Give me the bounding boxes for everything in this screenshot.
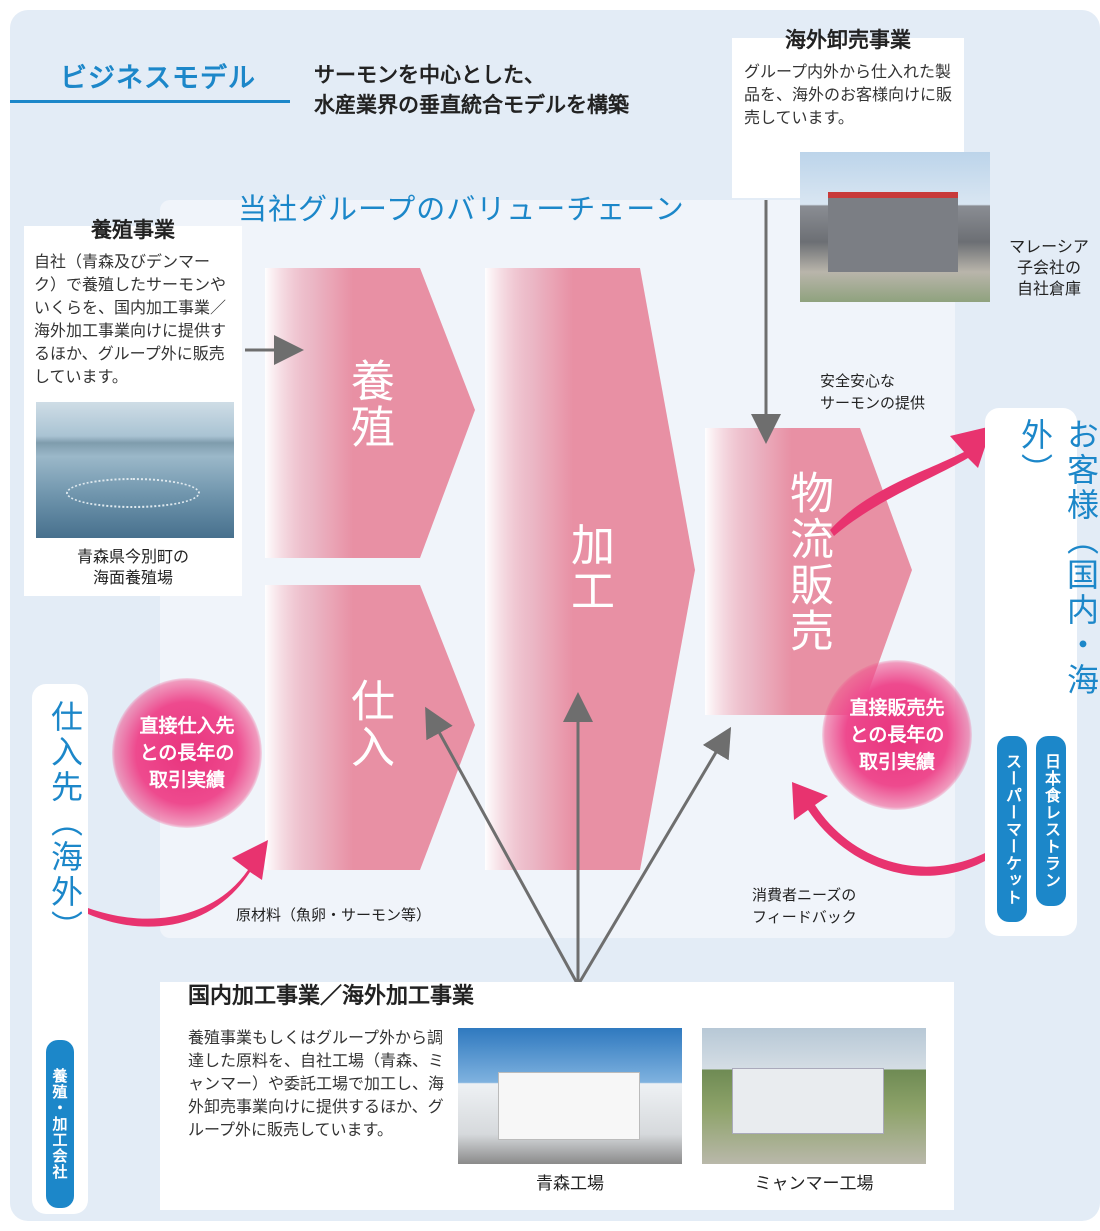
customers-tag-supermarket: スーパーマーケット xyxy=(997,736,1027,922)
aquaculture-text: 自社（青森及びデンマーク）で養殖したサーモンやいくらを、国内加工事業／海外加工事… xyxy=(34,252,227,386)
customers-title: お客様（国内・海外） xyxy=(1016,418,1100,698)
arrow-processing-to-logistics xyxy=(576,726,732,986)
warehouse-photo xyxy=(800,152,990,302)
feedback-line-1: 消費者ニーズの xyxy=(752,886,857,904)
wholesale-heading: 海外卸売事業 xyxy=(785,28,911,52)
safe-line-1: 安全安心な xyxy=(820,372,896,390)
chevron-purchase-label: 仕入 xyxy=(343,678,394,770)
customer-relationship-bubble: 直接販売先 との長年の 取引実績 xyxy=(822,660,972,810)
supplier-bubble-line-2: との長年の xyxy=(139,741,235,764)
supplier-bubble-line-1: 直接仕入先 xyxy=(139,714,235,737)
aquaculture-photo-caption: 青森県今別町の 海面養殖場 xyxy=(24,546,242,588)
pink-arrow-feedback xyxy=(792,782,1000,876)
chevron-aquaculture xyxy=(265,268,475,558)
supplier-bubble-line-3: 取引実績 xyxy=(148,768,225,791)
raw-materials-label: 原材料（魚卵・サーモン等） xyxy=(236,906,432,924)
safe-line-2: サーモンの提供 xyxy=(820,394,926,412)
subtitle-line-2: 水産業界の垂直統合モデルを構築 xyxy=(314,93,629,117)
aquaculture-heading: 養殖事業 xyxy=(91,218,175,242)
aquaculture-caption-line-2: 海面養殖場 xyxy=(92,568,173,587)
customer-bubble-line-2: との長年の xyxy=(849,723,945,746)
feedback-line-2: フィードバック xyxy=(752,908,857,926)
aomori-factory-caption: 青森工場 xyxy=(536,1174,604,1194)
safe-salmon-label: 安全安心な サーモンの提供 xyxy=(820,370,925,414)
myanmar-factory-photo xyxy=(702,1028,926,1164)
processing-box: 国内加工事業／海外加工事業 養殖事業もしくはグループ外から調達した原料を、自社工… xyxy=(160,982,954,1210)
value-chain-title: 当社グループのバリューチェーン xyxy=(238,192,685,226)
aquaculture-box: 養殖事業 自社（青森及びデンマーク）で養殖したサーモンやいくらを、国内加工事業／… xyxy=(24,218,242,596)
aquaculture-photo xyxy=(36,402,234,538)
feedback-label: 消費者ニーズの フィードバック xyxy=(752,884,857,928)
myanmar-factory-caption: ミャンマー工場 xyxy=(754,1174,874,1194)
aomori-building-shape xyxy=(498,1072,640,1140)
processing-text: 養殖事業もしくはグループ外から調達した原料を、自社工場（青森、ミャンマー）や委託… xyxy=(188,1028,445,1139)
customer-bubble-line-1: 直接販売先 xyxy=(849,696,945,719)
chevron-logistics-label: 物流販売 xyxy=(782,470,833,654)
chevron-logistics xyxy=(705,428,912,715)
warehouse-caption-line-2: 子会社の xyxy=(1016,258,1081,277)
chevron-purchase xyxy=(265,585,475,870)
aquaculture-caption-line-1: 青森県今別町の xyxy=(76,547,189,566)
warehouse-building-shape xyxy=(828,192,958,272)
page-subtitle: サーモンを中心とした、 水産業界の垂直統合モデルを構築 xyxy=(314,60,629,120)
aomori-factory-photo xyxy=(458,1028,682,1164)
subtitle-line-1: サーモンを中心とした、 xyxy=(314,63,545,87)
warehouse-photo-caption: マレーシア 子会社の 自社倉庫 xyxy=(994,236,1100,299)
myanmar-building-shape xyxy=(732,1068,884,1134)
title-underline xyxy=(10,100,290,103)
chevron-processing xyxy=(485,268,695,870)
suppliers-title: 仕入先（海外） xyxy=(46,700,84,945)
wholesale-text: グループ内外から仕入れた製品を、海外のお客様向けに販売しています。 xyxy=(744,62,953,127)
pink-arrow-supplier xyxy=(88,840,268,927)
supplier-relationship-bubble: 直接仕入先 との長年の 取引実績 xyxy=(112,678,262,828)
chevron-aquaculture-label: 養殖 xyxy=(343,358,394,450)
customer-bubble-line-3: 取引実績 xyxy=(858,750,935,773)
warehouse-caption-line-1: マレーシア xyxy=(1009,237,1089,256)
page-title: ビジネスモデル xyxy=(60,63,256,94)
arrow-processing-to-purchase xyxy=(425,706,580,986)
pink-arrow-to-customer xyxy=(830,426,992,536)
processing-heading: 国内加工事業／海外加工事業 xyxy=(188,984,475,1009)
fish-pen-shape xyxy=(66,478,200,508)
suppliers-tag: 養殖・加工会社 xyxy=(46,1040,74,1208)
warehouse-caption-line-3: 自社倉庫 xyxy=(1016,279,1081,298)
customers-tag-restaurant: 日本食レストラン xyxy=(1036,736,1066,906)
chevron-processing-label: 加工 xyxy=(563,522,614,614)
